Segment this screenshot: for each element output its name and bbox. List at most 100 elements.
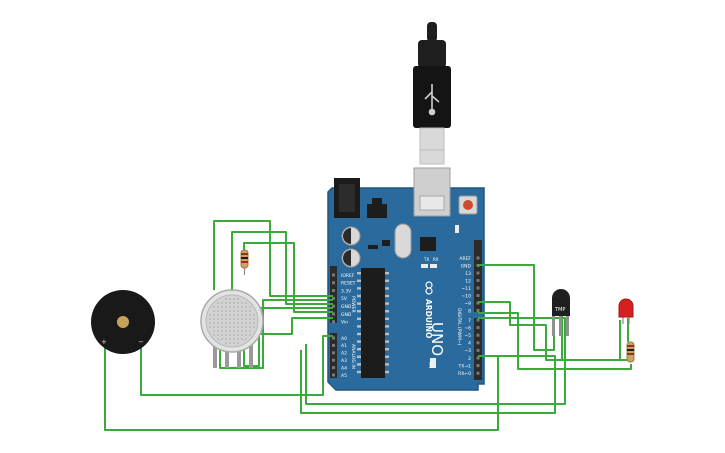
pin-label: 4 — [468, 341, 471, 347]
pin-label: ~5 — [464, 333, 471, 339]
usb-cable[interactable] — [413, 22, 451, 165]
pin-label: GND — [341, 312, 352, 318]
power-header-label: POWER — [350, 296, 356, 313]
rx-label: RX — [433, 257, 439, 262]
pin-label: RESET — [341, 281, 356, 287]
header-pin[interactable] — [476, 333, 480, 337]
capacitor — [341, 248, 361, 268]
header-pin[interactable] — [332, 312, 335, 316]
header-pin[interactable] — [332, 320, 335, 324]
sensor-mesh — [205, 294, 259, 348]
header-pin[interactable] — [332, 273, 335, 277]
resistor[interactable] — [626, 341, 635, 363]
pin-label: 2 — [468, 356, 471, 362]
header-pin[interactable] — [476, 256, 480, 260]
gas-sensor[interactable] — [200, 289, 264, 368]
header-pin[interactable] — [476, 326, 480, 330]
wire — [260, 317, 333, 335]
usb-plug-neck — [418, 40, 446, 68]
pin-label: A2 — [341, 351, 347, 357]
voltage-regulator — [367, 204, 387, 218]
temperature-sensor[interactable]: TMP — [552, 289, 570, 336]
sensor-label: TMP — [554, 307, 565, 313]
wire — [478, 312, 632, 370]
header-pin[interactable] — [332, 343, 335, 347]
wire — [561, 316, 621, 361]
pin-label: 3.3V — [341, 288, 352, 294]
header-pin[interactable] — [332, 281, 335, 285]
pin-label: ~9 — [464, 301, 471, 307]
l-led — [455, 225, 459, 233]
wire — [213, 220, 333, 297]
header-pin[interactable] — [476, 371, 480, 375]
header-pin[interactable] — [476, 271, 480, 275]
header-pin[interactable] — [476, 348, 480, 352]
pin-label: A5 — [341, 373, 347, 379]
pin-label: TX→1 — [458, 363, 472, 369]
buzzer-minus-label: − — [138, 338, 144, 346]
usb-chip — [420, 237, 436, 251]
header-pin[interactable] — [476, 286, 480, 290]
header-pin[interactable] — [476, 364, 480, 368]
header-pin[interactable] — [332, 351, 335, 355]
piezo-buzzer[interactable]: + − — [91, 290, 155, 354]
buzzer-plus-label: + — [101, 338, 107, 346]
wire — [305, 317, 566, 405]
wire — [231, 231, 333, 305]
pin-label: 5V — [341, 296, 348, 302]
atmega-microcontroller — [357, 268, 389, 378]
analog-header-label: ANALOG IN — [350, 344, 356, 369]
capacitor — [341, 226, 361, 246]
header-pin[interactable] — [476, 356, 480, 360]
usb-plug-metal — [419, 127, 445, 165]
buzzer-center — [117, 316, 129, 328]
pin-label: ~6 — [464, 325, 471, 331]
pin-label: 12 — [465, 278, 471, 284]
arduino-uno-board[interactable]: TX RX ARDUINO UNO ON POWER ANALOG IN DIG… — [327, 167, 485, 391]
pin-label: GND — [341, 304, 352, 310]
pin-label: A1 — [341, 343, 347, 349]
header-pin[interactable] — [476, 279, 480, 282]
pin-label: GND — [461, 263, 472, 269]
resistor[interactable] — [240, 249, 249, 275]
wires — [104, 220, 632, 431]
led[interactable] — [618, 298, 634, 324]
analog-header — [330, 333, 337, 378]
wire — [219, 299, 333, 369]
tx-label: TX — [423, 257, 429, 262]
pin-label: IOREF — [341, 273, 355, 279]
header-pin[interactable] — [332, 373, 335, 377]
header-pin[interactable] — [332, 366, 335, 370]
pin-label: ~11 — [462, 286, 472, 292]
header-pin[interactable] — [332, 336, 335, 340]
digital-header-high — [474, 240, 482, 312]
header-pin[interactable] — [332, 304, 335, 308]
header-pin[interactable] — [332, 289, 335, 293]
on-led — [430, 358, 436, 368]
board-model-label: UNO — [428, 322, 446, 356]
header-pin[interactable] — [476, 341, 480, 345]
header-pin[interactable] — [332, 296, 335, 300]
pin-label: 7 — [468, 318, 471, 324]
wire — [140, 335, 333, 396]
pin-label: 13 — [465, 271, 471, 277]
usb-cable-strain-relief — [427, 22, 437, 42]
header-pin[interactable] — [476, 294, 480, 297]
pin-label: A3 — [341, 358, 347, 364]
on-label: ON — [428, 362, 433, 368]
pin-label: AREF — [459, 256, 471, 262]
crystal-oscillator — [394, 223, 412, 259]
usb-symbol-icon — [424, 84, 440, 116]
pin-label: RX←0 — [458, 371, 471, 377]
header-pin[interactable] — [476, 318, 480, 322]
header-pin[interactable] — [476, 309, 480, 312]
wire — [243, 307, 333, 367]
pin-label: A4 — [341, 365, 347, 371]
pin-label: ~10 — [462, 293, 472, 299]
power-header — [330, 266, 337, 323]
pin-label: A0 — [341, 336, 347, 342]
pin-label: ~3 — [464, 348, 471, 354]
header-pin[interactable] — [332, 358, 335, 362]
wire — [243, 242, 333, 313]
